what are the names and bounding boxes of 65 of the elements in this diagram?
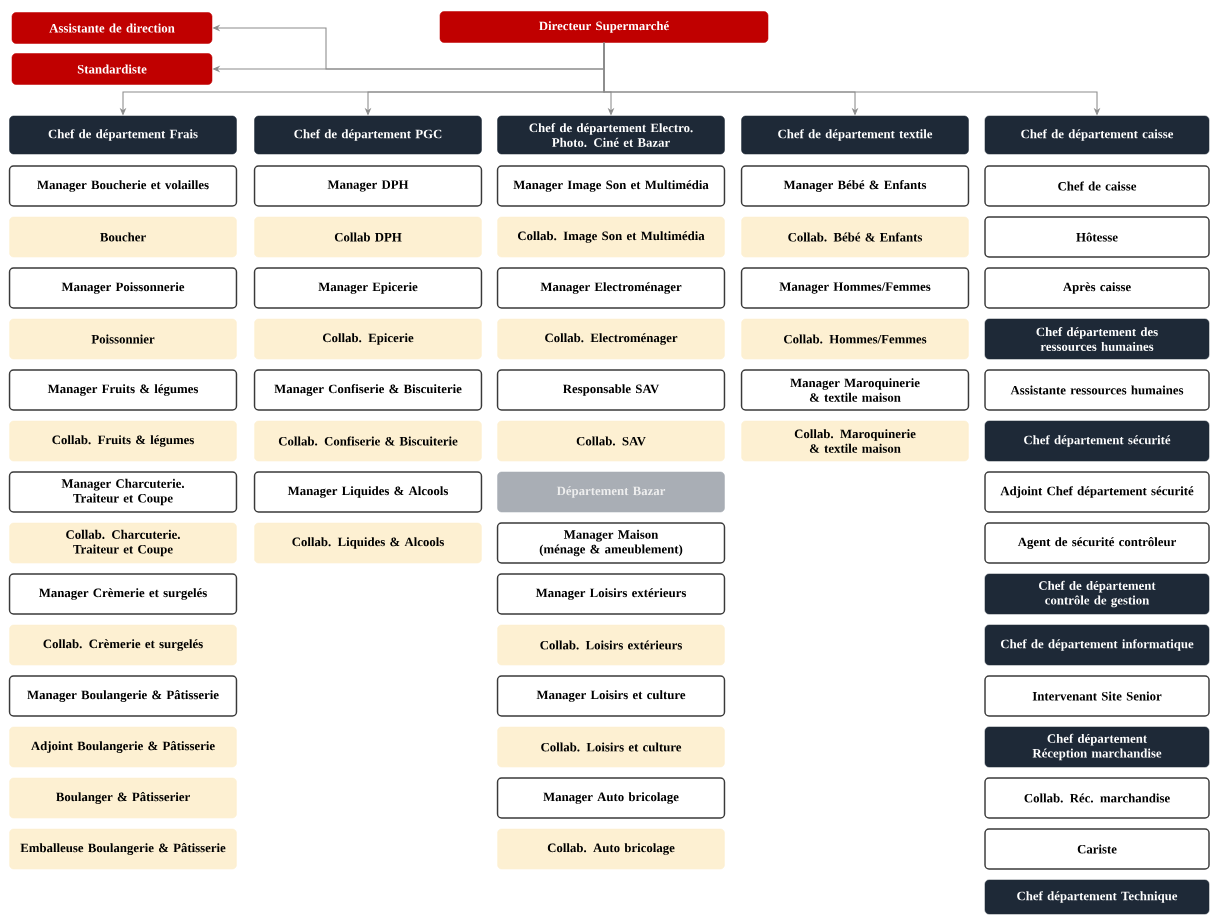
department-head-box: Chef de département Electro. Photo. Ciné et Bazar bbox=[497, 115, 725, 155]
department-head-box: Chef de département PGC bbox=[254, 115, 482, 155]
department-head-box: Chef de département Frais bbox=[9, 115, 237, 155]
role-box: Collab. SAV bbox=[497, 420, 725, 462]
role-box: Manager Auto bricolage bbox=[496, 777, 726, 819]
role-box: Collab. Réc. marchandise bbox=[984, 777, 1210, 819]
role-box: Collab. Electroménager bbox=[497, 318, 725, 360]
role-box: Adjoint Boulangerie & Pâtisserie bbox=[9, 726, 237, 768]
role-box: Emballeuse Boulangerie & Pâtisserie bbox=[9, 828, 237, 870]
role-box: Manager Electroménager bbox=[496, 267, 726, 309]
department-head-box: Chef de département caisse bbox=[984, 115, 1210, 155]
role-box: Manager Poissonnerie bbox=[8, 267, 238, 309]
role-box: Manager Loisirs et culture bbox=[496, 675, 726, 717]
role-box: Manager Boulangerie & Pâtisserie bbox=[8, 675, 238, 717]
role-box: Responsable SAV bbox=[496, 369, 726, 411]
role-box: Intervenant Site Senior bbox=[984, 675, 1210, 717]
role-box: Cariste bbox=[984, 828, 1210, 870]
assistant-box: Assistante de direction bbox=[11, 12, 213, 44]
role-box: Collab. Maroquinerie & textile maison bbox=[741, 420, 969, 462]
role-box: Manager Fruits & légumes bbox=[8, 369, 238, 411]
role-box: Manager Loisirs extérieurs bbox=[496, 573, 726, 615]
role-box: Chef département Réception marchandise bbox=[984, 726, 1210, 768]
role-box: Après caisse bbox=[984, 267, 1210, 309]
role-box: Manager Image Son et Multimédia bbox=[496, 165, 726, 207]
role-box: Collab. Charcuterie. Traiteur et Coupe bbox=[9, 522, 237, 564]
role-box: Poissonnier bbox=[9, 318, 237, 360]
role-box: Agent de sécurité contrôleur bbox=[984, 522, 1210, 564]
role-box: Manager Hommes/Femmes bbox=[740, 267, 970, 309]
role-box: Hôtesse bbox=[984, 216, 1210, 258]
role-box: Collab. Bébé & Enfants bbox=[741, 216, 969, 258]
assistant-box: Standardiste bbox=[11, 53, 213, 85]
role-box: Collab. Hommes/Femmes bbox=[741, 318, 969, 360]
role-box: Chef département sécurité bbox=[984, 420, 1210, 462]
role-box: Manager Boucherie et volailles bbox=[8, 165, 238, 207]
role-box: Collab. Image Son et Multimédia bbox=[497, 216, 725, 258]
role-box: Collab. Auto bricolage bbox=[497, 828, 725, 870]
role-box: Chef département des ressources humaines bbox=[984, 318, 1210, 360]
role-box: Collab. Loisirs extérieurs bbox=[497, 624, 725, 666]
role-box: Chef de caisse bbox=[984, 165, 1210, 207]
role-box: Chef de département contrôle de gestion bbox=[984, 573, 1210, 615]
role-box: Collab DPH bbox=[254, 216, 482, 258]
role-box: Manager Liquides & Alcools bbox=[253, 471, 483, 513]
role-box: Manager Charcuterie. Traiteur et Coupe bbox=[8, 471, 238, 513]
role-box: Boucher bbox=[9, 216, 237, 258]
role-box: Boulanger & Pâtisserier bbox=[9, 777, 237, 819]
role-box: Adjoint Chef département sécurité bbox=[984, 471, 1210, 513]
director-box: Directeur Supermarché bbox=[439, 11, 769, 43]
role-box: Chef de département informatique bbox=[984, 624, 1210, 666]
role-box: Manager Maroquinerie & textile maison bbox=[740, 369, 970, 411]
role-box: Département Bazar bbox=[497, 471, 725, 513]
role-box: Manager DPH bbox=[253, 165, 483, 207]
role-box: Collab. Epicerie bbox=[254, 318, 482, 360]
role-box: Manager Maison (ménage & ameublement) bbox=[496, 522, 726, 564]
role-box: Manager Crèmerie et surgelés bbox=[8, 573, 238, 615]
role-box: Collab. Fruits & légumes bbox=[9, 420, 237, 462]
role-box: Chef département Technique bbox=[984, 879, 1210, 915]
role-box: Assistante ressources humaines bbox=[984, 369, 1210, 411]
department-head-box: Chef de département textile bbox=[741, 115, 969, 155]
role-box: Manager Confiserie & Biscuiterie bbox=[253, 369, 483, 411]
role-box: Collab. Crèmerie et surgelés bbox=[9, 624, 237, 666]
role-box: Manager Epicerie bbox=[253, 267, 483, 309]
role-box: Collab. Liquides & Alcools bbox=[254, 522, 482, 564]
role-box: Collab. Loisirs et culture bbox=[497, 726, 725, 768]
role-box: Collab. Confiserie & Biscuiterie bbox=[254, 420, 482, 462]
role-box: Manager Bébé & Enfants bbox=[740, 165, 970, 207]
